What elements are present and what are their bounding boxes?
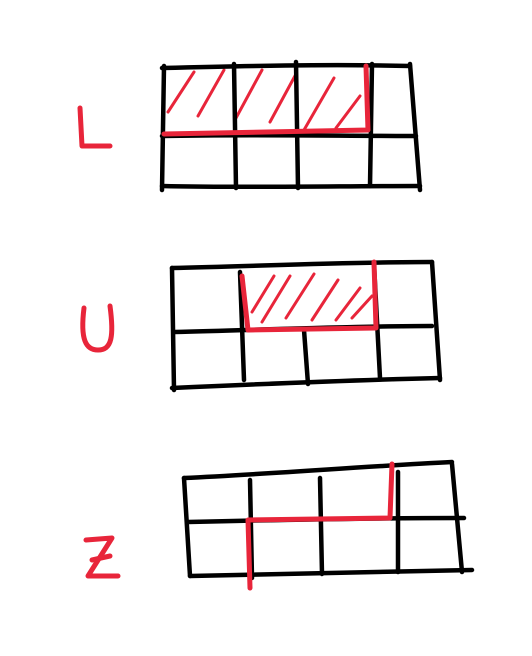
grid-top-border — [159, 62, 413, 71]
L-letter-stroke — [77, 105, 113, 149]
U-outline — [239, 259, 379, 333]
hatch-line — [334, 286, 362, 322]
hatch-line — [250, 274, 276, 314]
U-grid — [169, 259, 443, 393]
U-letter-stroke — [80, 303, 115, 353]
grid-divider — [237, 269, 247, 383]
hatch-line — [284, 272, 316, 320]
grid-right-border — [449, 461, 465, 575]
U-letter — [80, 303, 115, 353]
grid-left-border — [181, 475, 193, 579]
hatch-line — [268, 72, 298, 124]
figure-L — [77, 59, 423, 193]
hatch-line — [302, 76, 336, 132]
grid-right-border — [429, 259, 443, 383]
L-hatch — [166, 68, 362, 132]
hatch-line — [334, 94, 362, 130]
Z-letter — [83, 535, 121, 579]
grid-right-border — [407, 61, 423, 193]
figure-U — [80, 259, 443, 393]
grid-bottom-border — [169, 375, 443, 391]
hatch-line — [166, 70, 196, 114]
L-letter — [77, 105, 113, 149]
grid-divider — [293, 59, 301, 191]
grid-divider — [231, 61, 239, 191]
Z-outline — [245, 461, 395, 591]
grid-bottom-border — [159, 183, 423, 190]
figure-Z — [83, 459, 475, 591]
hatch-line — [234, 68, 264, 120]
hatch-line — [196, 68, 226, 118]
hatch-line — [310, 278, 340, 322]
grid-left-border — [159, 63, 167, 193]
L-outline — [161, 63, 371, 137]
grid-divider — [367, 61, 375, 189]
hatch-line — [260, 274, 292, 324]
grid-bottom-border — [187, 567, 475, 579]
Z-letter-crossbar — [89, 553, 113, 563]
grid-divider — [317, 475, 325, 577]
grid-top-border — [169, 259, 435, 271]
grid-left-border — [169, 265, 177, 393]
U-hatch — [250, 272, 374, 324]
grid-divider — [301, 327, 311, 387]
hatch-line — [350, 294, 374, 320]
grid-top-border — [181, 459, 455, 481]
